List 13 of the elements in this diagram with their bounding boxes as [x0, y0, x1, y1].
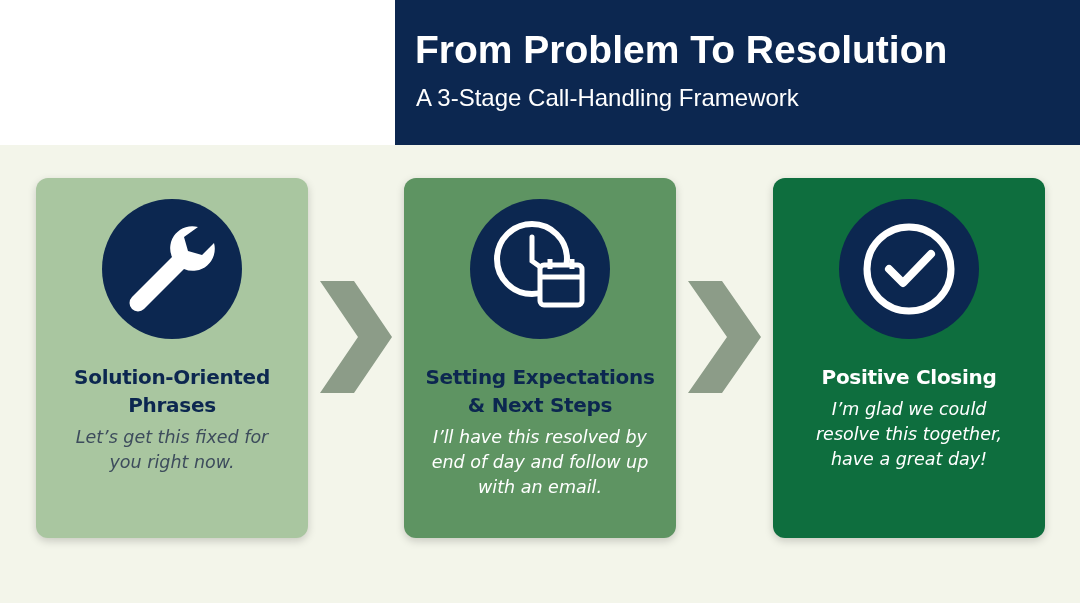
stage-heading: Setting Expectations & Next Steps — [424, 364, 656, 419]
stage-heading: Positive Closing — [820, 364, 998, 391]
stage-card — [404, 178, 676, 538]
stage-card — [36, 178, 308, 538]
example-phrase: I’m glad we could resolve this together, have a great day! — [814, 398, 1004, 471]
example-phrase: I’ll have this resolved by end of day and follow up with an email. — [430, 426, 650, 499]
subtitle: A 3-Stage Call-Handling Framework — [416, 84, 799, 112]
example-phrase: Let’s get this fixed for you right now. — [74, 426, 270, 474]
stage-card — [773, 178, 1045, 538]
chevron-arrow — [688, 281, 761, 393]
chevron-arrow — [320, 281, 392, 393]
title: From Problem To Resolution — [415, 28, 948, 72]
stage-heading: Solution-Oriented Phrases — [73, 364, 271, 419]
